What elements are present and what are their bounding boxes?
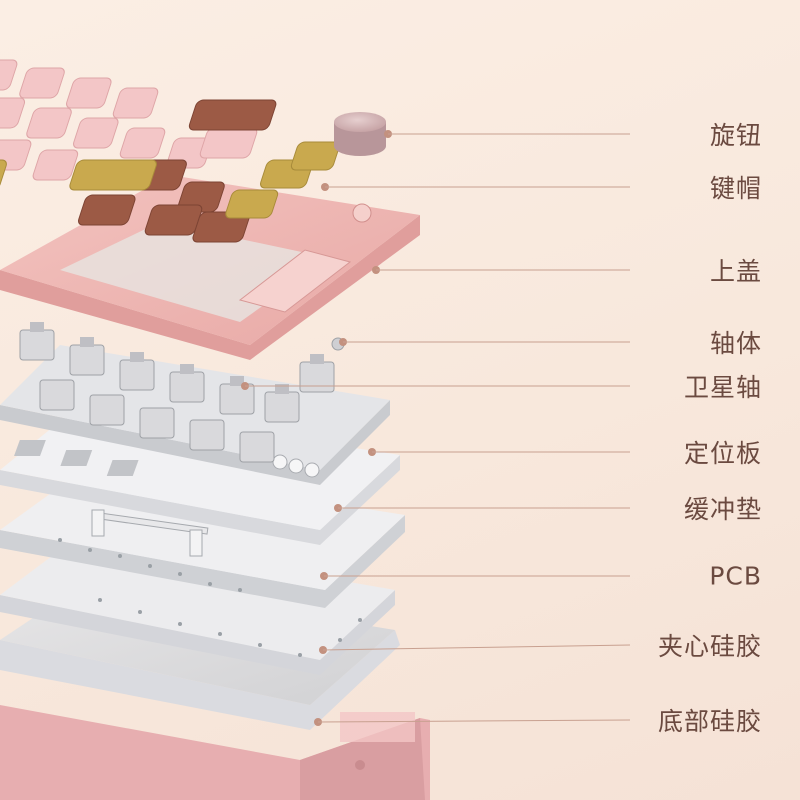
callout-label-sandwich-silicone: 夹心硅胶 (657, 632, 762, 661)
callout-label-plate: 定位板 (683, 439, 762, 468)
plate-layer (0, 345, 390, 557)
knob (334, 112, 386, 156)
callout-label-bottom-silicone: 底部硅胶 (657, 707, 762, 736)
callout-label-foam: 缓冲垫 (683, 495, 762, 524)
callout-leader-lines (241, 130, 631, 726)
sandwich-silicone-layer (0, 535, 395, 675)
bottom-case (0, 705, 430, 800)
callout-label-switches: 轴体 (709, 329, 762, 358)
callout-label-top-case: 上盖 (709, 257, 762, 286)
callout-line-sandwich-silicone (322, 644, 631, 651)
callout-label-stabilizers: 卫星轴 (683, 373, 762, 402)
callout-label-knob: 旋钮 (709, 121, 762, 150)
callout-line-bottom-silicone (317, 719, 631, 723)
callout-label-keycaps: 键帽 (709, 174, 762, 203)
callout-label-pcb: PCB (709, 561, 762, 591)
switches-layer (19, 322, 345, 463)
keycaps-layer (0, 59, 340, 243)
